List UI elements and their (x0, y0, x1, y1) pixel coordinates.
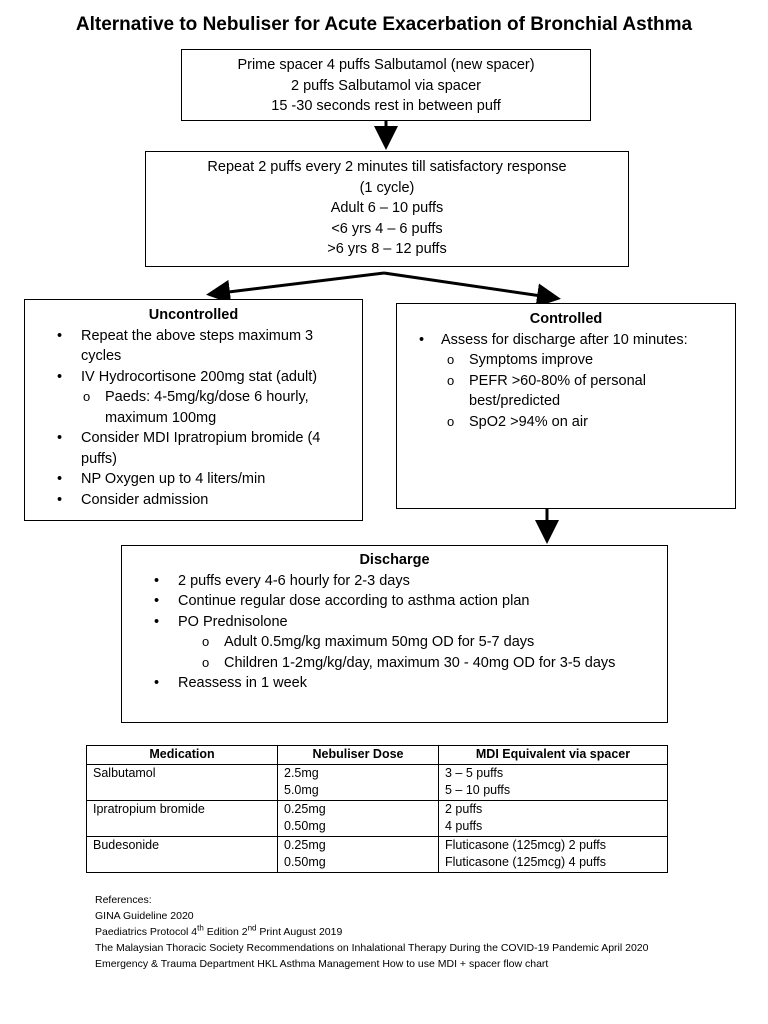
discharge-item: Continue regular dose according to asthm… (122, 591, 667, 612)
references-heading: References: (95, 894, 152, 906)
table-row: Budesonide 0.25mg 0.50mg Fluticasone (12… (86, 835, 668, 873)
arrow-to-uncontrolled (206, 271, 385, 304)
cell-mdi-equivalent: Fluticasone (125mcg) 2 puffs Fluticasone… (438, 835, 668, 873)
arrow-to-controlled (383, 271, 561, 308)
controlled-subitem: Symptoms improve (397, 350, 735, 371)
cell-mdi-equivalent: 3 – 5 puffs 5 – 10 puffs (438, 763, 668, 801)
dose-value: 0.50mg (284, 819, 326, 833)
discharge-box: Discharge 2 puffs every 4-6 hourly for 2… (121, 545, 668, 723)
uncontrolled-subitem: Paeds: 4-5mg/kg/dose 6 hourly, maximum 1… (25, 387, 362, 428)
uncontrolled-heading: Uncontrolled (148, 307, 239, 323)
uncontrolled-box: Uncontrolled Repeat the above steps maxi… (24, 299, 363, 521)
step1-line: 15 -30 seconds rest in between puff (271, 98, 501, 114)
reference-item: GINA Guideline 2020 (95, 910, 194, 922)
table-row: Ipratropium bromide 0.25mg 0.50mg 2 puff… (86, 799, 668, 837)
cell-nebuliser-dose: 0.25mg 0.50mg (277, 799, 439, 837)
cell-medication: Salbutamol (86, 763, 278, 801)
reference-item: Paediatrics Protocol 4th Edition 2nd Pri… (95, 923, 343, 938)
uncontrolled-item: Repeat the above steps maximum 3 cycles (25, 326, 362, 367)
dose-value: 2.5mg (284, 765, 319, 780)
mdi-value: Fluticasone (125mcg) 2 puffs (445, 837, 606, 852)
step1-line: Prime spacer 4 puffs Salbutamol (new spa… (237, 57, 535, 73)
discharge-heading: Discharge (359, 552, 430, 568)
references: References: GINA Guideline 2020 Paediatr… (95, 892, 715, 972)
medication-table: Medication Nebuliser Dose MDI Equivalent… (86, 745, 668, 873)
mdi-value: 2 puffs (445, 801, 483, 816)
step2-line: <6 yrs 4 – 6 puffs (331, 220, 443, 237)
step2-line: Adult 6 – 10 puffs (330, 200, 444, 216)
dose-value: 0.50mg (284, 855, 326, 869)
dose-value: 0.25mg (284, 837, 326, 852)
dose-value: 5.0mg (284, 783, 319, 797)
step2-line: (1 cycle) (359, 179, 415, 196)
discharge-subitem: Adult 0.5mg/kg maximum 50mg OD for 5-7 d… (122, 632, 667, 653)
reference-item: Emergency & Trauma Department HKL Asthma… (95, 958, 549, 970)
mdi-value: 3 – 5 puffs (445, 765, 504, 780)
controlled-subitem: PEFR >60-80% of personal best/predicted (397, 371, 735, 412)
mdi-value: 4 puffs (445, 819, 483, 833)
step2-line: >6 yrs 8 – 12 puffs (327, 241, 447, 257)
col-header-medication: Medication (86, 745, 278, 765)
table-header-row: Medication Nebuliser Dose MDI Equivalent… (86, 745, 668, 765)
cell-medication: Ipratropium bromide (86, 799, 278, 837)
discharge-subitem: Children 1-2mg/kg/day, maximum 30 - 40mg… (122, 653, 667, 674)
page-title: Alternative to Nebuliser for Acute Exace… (75, 14, 693, 35)
controlled-subitem: SpO2 >94% on air (397, 412, 735, 433)
col-header-nebuliser-dose: Nebuliser Dose (277, 745, 439, 765)
table-row: Salbutamol 2.5mg 5.0mg 3 – 5 puffs 5 – 1… (86, 763, 668, 801)
discharge-item: Reassess in 1 week (122, 673, 667, 694)
uncontrolled-item: IV Hydrocortisone 200mg stat (adult) (25, 367, 362, 388)
controlled-box: Controlled Assess for discharge after 10… (396, 303, 736, 509)
col-header-mdi-equivalent: MDI Equivalent via spacer (438, 745, 668, 765)
reference-item: The Malaysian Thoracic Society Recommend… (95, 942, 649, 954)
discharge-item: 2 puffs every 4-6 hourly for 2-3 days (122, 571, 667, 592)
controlled-item: Assess for discharge after 10 minutes: (397, 330, 735, 351)
step1-line: 2 puffs Salbutamol via spacer (291, 77, 481, 94)
dose-value: 0.25mg (284, 801, 326, 816)
step2-box: Repeat 2 puffs every 2 minutes till sati… (145, 151, 629, 267)
cell-mdi-equivalent: 2 puffs 4 puffs (438, 799, 668, 837)
step2-line: Repeat 2 puffs every 2 minutes till sati… (207, 159, 567, 175)
cell-medication: Budesonide (86, 835, 278, 873)
cell-nebuliser-dose: 0.25mg 0.50mg (277, 835, 439, 873)
uncontrolled-item: Consider MDI Ipratropium bromide (4 puff… (25, 428, 362, 469)
uncontrolled-item: NP Oxygen up to 4 liters/min (25, 469, 362, 490)
step1-box: Prime spacer 4 puffs Salbutamol (new spa… (181, 49, 591, 121)
uncontrolled-item: Consider admission (25, 490, 362, 511)
mdi-value: Fluticasone (125mcg) 4 puffs (445, 855, 606, 869)
discharge-item: PO Prednisolone (122, 612, 667, 633)
controlled-heading: Controlled (529, 311, 603, 327)
cell-nebuliser-dose: 2.5mg 5.0mg (277, 763, 439, 801)
mdi-value: 5 – 10 puffs (445, 783, 511, 797)
